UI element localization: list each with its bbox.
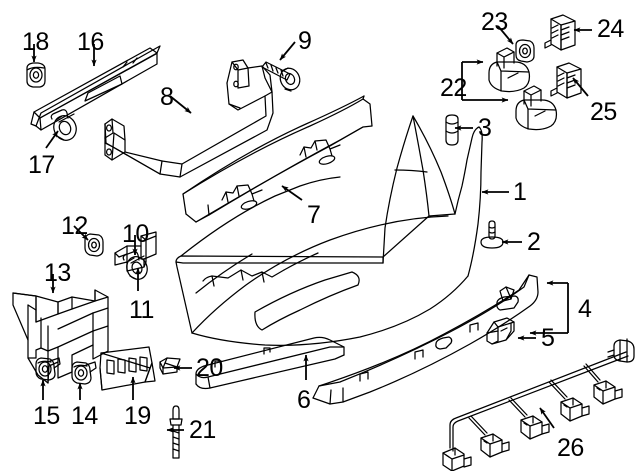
leader-bumper-reinforcement-bar	[169, 95, 192, 114]
part-sensor-retainer-24	[544, 14, 576, 51]
leader-push-nut-clip	[73, 225, 89, 241]
callout-number-5[interactable]: 5	[541, 324, 555, 352]
part-spacer-bushing	[445, 114, 459, 146]
callout-number-20[interactable]: 20	[196, 354, 223, 382]
part-reflector-molding	[195, 336, 345, 390]
part-grommet-nut	[26, 62, 46, 88]
callout-number-17[interactable]: 17	[28, 151, 55, 179]
callout-number-18[interactable]: 18	[22, 28, 49, 56]
callout-number-12[interactable]: 12	[61, 212, 88, 240]
callout-number-2[interactable]: 2	[527, 228, 541, 256]
callout-number-1[interactable]: 1	[513, 178, 527, 206]
leader-energy-absorber-foam	[281, 185, 303, 201]
callout-number-26[interactable]: 26	[557, 434, 584, 462]
callout-number-21[interactable]: 21	[189, 416, 216, 444]
callout-number-9[interactable]: 9	[298, 27, 312, 55]
callout-number-11[interactable]: 11	[129, 296, 154, 324]
callout-number-25[interactable]: 25	[590, 98, 617, 126]
part-sensor-grommet	[515, 39, 535, 63]
callout-number-13[interactable]: 13	[44, 259, 71, 287]
leader-flange-bolt	[279, 41, 296, 61]
callout-number-15[interactable]: 15	[33, 402, 60, 430]
part-sensor-retainer-25	[550, 62, 582, 99]
part-side-guide-bracket	[12, 289, 109, 384]
callout-number-24[interactable]: 24	[597, 15, 624, 43]
callout-number-19[interactable]: 19	[124, 402, 151, 430]
part-screw-grommet	[122, 251, 148, 280]
part-push-retainer-clip-15	[35, 357, 61, 381]
part-parking-sensor-upper	[488, 47, 531, 93]
part-rear-bumper-cover	[175, 115, 483, 346]
part-upper-trim-bar	[30, 45, 161, 131]
part-wire-harness	[442, 338, 635, 471]
callout-number-16[interactable]: 16	[77, 28, 104, 56]
leader-sensor-grommet	[497, 25, 514, 45]
part-flange-bolt-17	[50, 109, 77, 141]
part-energy-absorber	[182, 95, 373, 223]
callout-number-3[interactable]: 3	[478, 114, 492, 142]
leader-flange-bolt-17	[45, 130, 59, 149]
part-bumper-reinforcement-bar	[104, 59, 274, 178]
callout-number-10[interactable]: 10	[122, 220, 149, 248]
callout-number-7[interactable]: 7	[307, 201, 321, 229]
leader-lower-valance-spoiler	[529, 280, 569, 336]
callout-number-14[interactable]: 14	[71, 402, 98, 430]
part-small-clip-20	[159, 357, 181, 375]
part-valance-end-bracket	[486, 317, 515, 345]
part-long-screw-bolt	[169, 405, 183, 459]
callout-number-4[interactable]: 4	[578, 295, 592, 323]
part-push-retainer-clip-14	[71, 361, 97, 385]
callout-number-22[interactable]: 22	[440, 74, 467, 102]
leader-parking-sensor-wire-harness	[539, 407, 555, 429]
leader-sensor-retainer-25	[572, 77, 589, 97]
callout-number-23[interactable]: 23	[481, 8, 508, 36]
part-parking-sensor-lower	[515, 85, 558, 131]
part-stud-pin	[480, 220, 504, 249]
callout-number-8[interactable]: 8	[160, 83, 174, 111]
part-flange-bolt-9	[261, 61, 301, 92]
leader-parking-assist-sensors	[461, 59, 509, 103]
callout-number-6[interactable]: 6	[297, 386, 311, 414]
part-louvered-baffle-cover	[99, 346, 156, 391]
